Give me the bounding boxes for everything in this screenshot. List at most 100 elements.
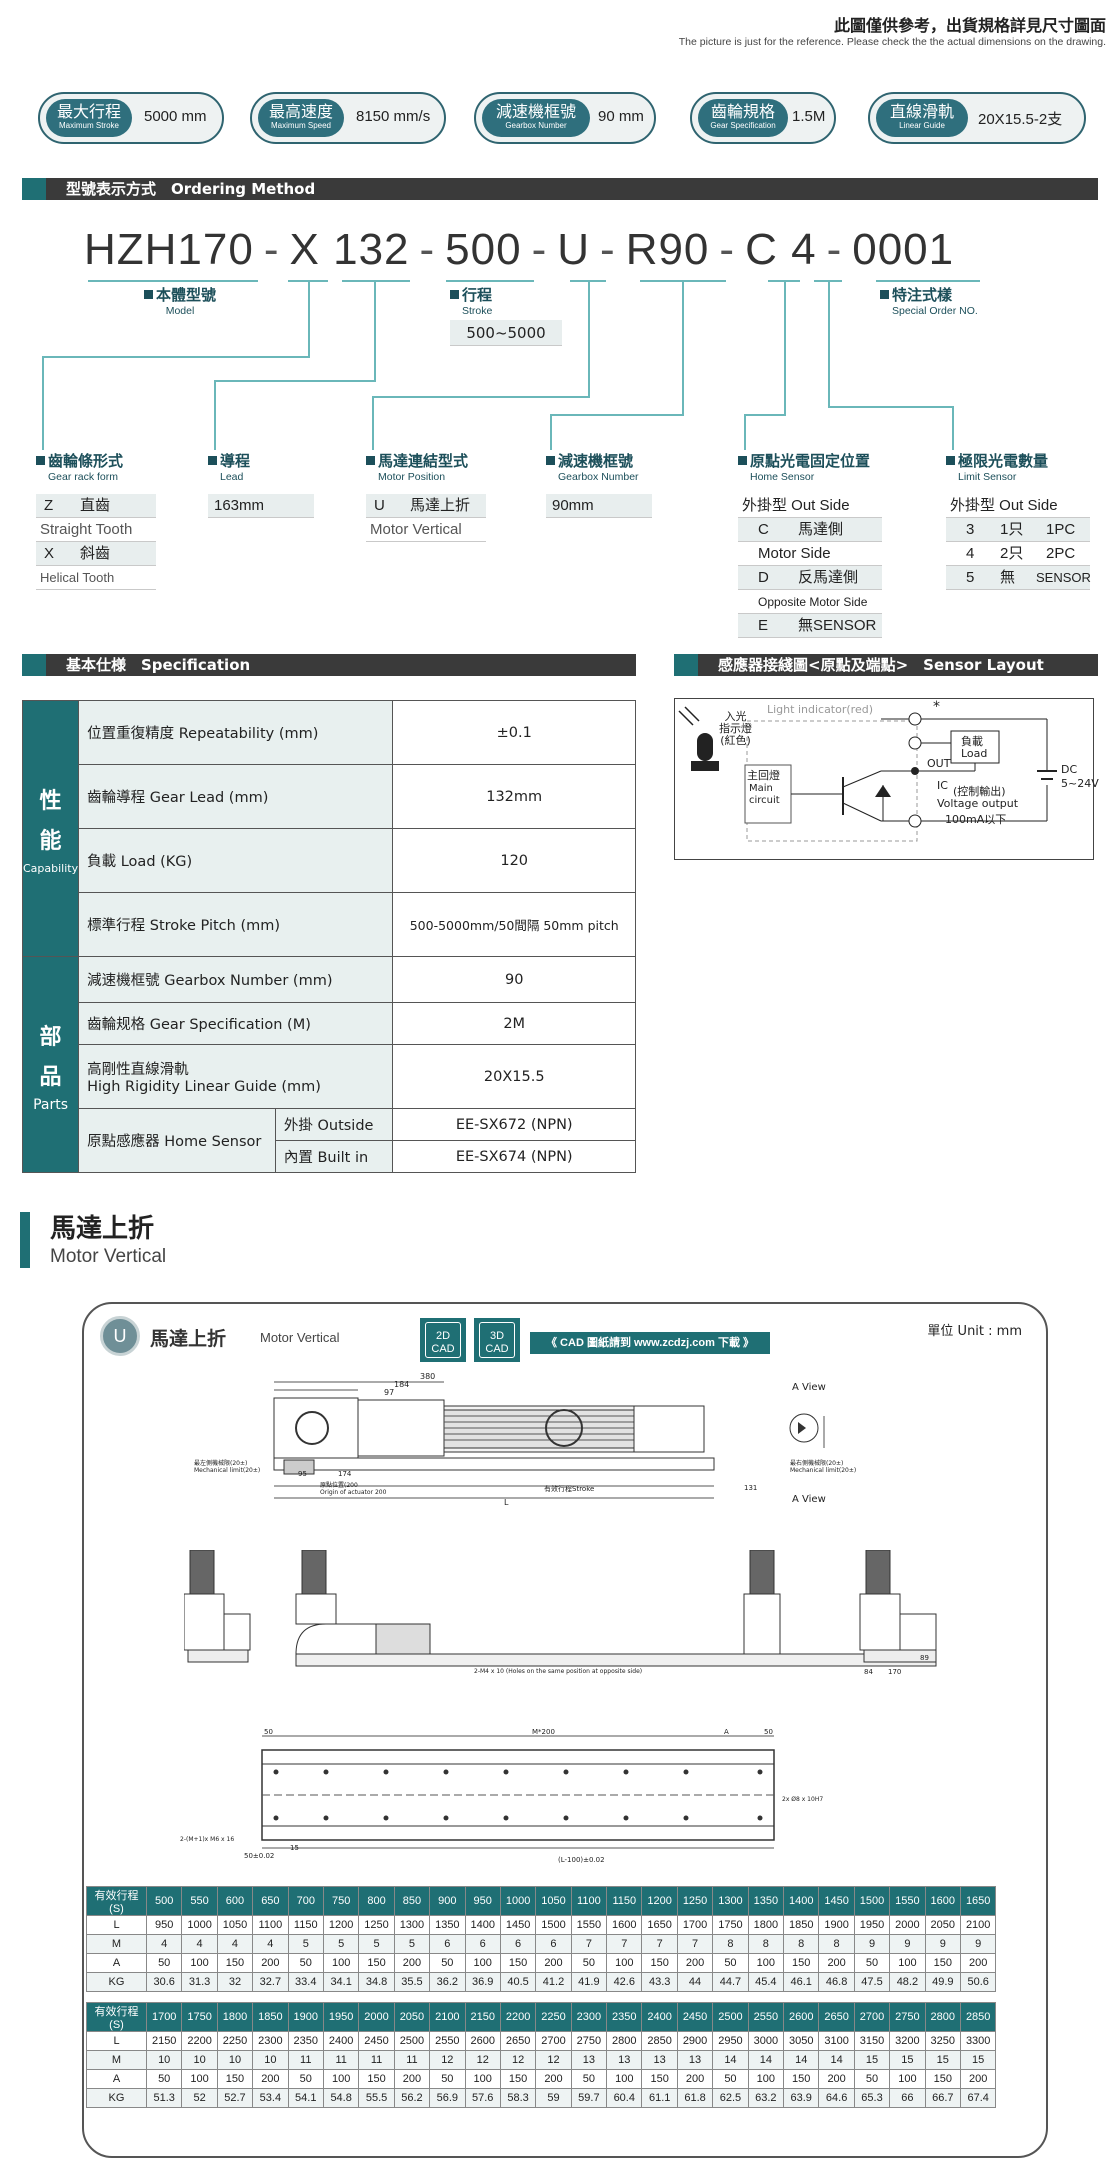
stroke-header-cell: 2500 <box>712 2002 749 2032</box>
stroke-header-cell: 2050 <box>393 2002 431 2032</box>
cad-download-link[interactable]: 《 CAD 圖紙請到 www.zcdzj.com 下載 》 <box>530 1332 770 1354</box>
table-cell: 2750 <box>570 2031 608 2051</box>
table-cell: 8 <box>747 1934 785 1954</box>
table-cell: 100 <box>889 2069 926 2089</box>
stroke-header-cell: 1350 <box>747 1886 785 1916</box>
bottom-view-drawing <box>261 1735 775 1849</box>
table-cell: 9 <box>853 1934 891 1954</box>
table-cell: 56.2 <box>393 2088 431 2108</box>
table-cell: 100 <box>606 1953 643 1973</box>
table-cell: 63.2 <box>747 2088 785 2108</box>
stroke-header-cell: 1800 <box>216 2002 254 2032</box>
motor-u-badge: U <box>100 1316 140 1356</box>
table-cell: 2400 <box>322 2031 360 2051</box>
table-cell: 10 <box>252 2050 289 2070</box>
table-row: 性 能 Capability 位置重復精度 Repeatability (mm)… <box>21 700 636 957</box>
table-cell: 59.7 <box>570 2088 608 2108</box>
table-cell: 150 <box>924 1953 961 1973</box>
spec-key: 齒輪導程 Gear Lead (mm) <box>78 764 394 829</box>
table-cell: 50 <box>287 2069 324 2089</box>
cad-3d-button[interactable]: 3D CAD <box>474 1318 520 1362</box>
table-cell: 200 <box>818 1953 855 1973</box>
stroke-header-cell: 2750 <box>889 2002 926 2032</box>
table-cell: 47.5 <box>853 1972 891 1992</box>
table-cell: 56.9 <box>429 2088 466 2108</box>
table-cell: 61.8 <box>676 2088 714 2108</box>
table-cell: 200 <box>676 2069 714 2089</box>
dim-label: 84 <box>864 1668 873 1676</box>
table-cell: 63.9 <box>783 2088 820 2108</box>
table-cell: 100 <box>322 1953 360 1973</box>
code-model: HZH170 <box>84 225 254 274</box>
table-row: 負載 Load (KG) 120 <box>23 828 636 893</box>
drawing-panel: U 馬達上折 Motor Vertical 2D CAD 3D CAD 《 CA… <box>82 1302 1048 2158</box>
label-special: 特注式樣 Special Order NO. <box>880 284 978 317</box>
table-cell: 50.6 <box>959 1972 997 1992</box>
table-cell: 59 <box>535 2088 572 2108</box>
load-zh: 負載 <box>961 735 983 748</box>
pill-sublabel: Gearbox Number <box>505 121 567 130</box>
stroke-header-cell: 1950 <box>322 2002 360 2032</box>
table-cell: 14 <box>712 2050 749 2070</box>
cad-2d-button[interactable]: 2D CAD <box>420 1318 466 1362</box>
spec-value: 90 <box>392 956 636 1003</box>
table-cell: 3100 <box>818 2031 855 2051</box>
table-cell: 34.1 <box>322 1972 360 1992</box>
stroke-header-cell: 2150 <box>464 2002 501 2032</box>
out-label: OUT <box>927 757 951 770</box>
table-cell: 46.1 <box>783 1972 820 1992</box>
table-cell: 45.4 <box>747 1972 785 1992</box>
table-cell: 1950 <box>853 1915 891 1935</box>
stroke-header-cell: 2650 <box>818 2002 855 2032</box>
pill-label: 減速機框號 <box>495 102 576 121</box>
stroke-header-cell: 600 <box>216 1886 254 1916</box>
table-cell: 3300 <box>959 2031 997 2051</box>
spec-key: 齒輪规格 Gear Specification (M) <box>78 1002 394 1045</box>
spec-value: 132mm <box>392 764 636 829</box>
table-cell: 150 <box>783 1953 820 1973</box>
table-cell: 32 <box>216 1972 254 1992</box>
stroke-header-cell: 2800 <box>924 2002 961 2032</box>
table-row: 原點感應器 Home Sensor 外掛 Outside EE-SX672 (N… <box>23 1108 636 1173</box>
table-cell: 1600 <box>606 1915 643 1935</box>
stroke-header-cell: 1000 <box>499 1886 537 1916</box>
table-cell: 200 <box>252 1953 289 1973</box>
table-cell: 10 <box>181 2050 218 2070</box>
spec-key: 高剛性直線滑軌 High Rigidity Linear Guide (mm) <box>78 1044 394 1109</box>
table-cell: 8 <box>783 1934 820 1954</box>
table-cell: 12 <box>499 2050 537 2070</box>
side-note: 2-M4 x 10 (Holes on the same position at… <box>474 1668 643 1675</box>
dc-label: DC <box>1061 763 1078 776</box>
table-cell: 44 <box>676 1972 714 1992</box>
stroke-header-cell: 2350 <box>606 2002 643 2032</box>
table-cell: 50 <box>145 2069 183 2089</box>
stroke-header-cell: 700 <box>287 1886 324 1916</box>
dim-label: 380 <box>420 1372 436 1381</box>
label-model: 本體型號 Model <box>144 284 216 317</box>
table-cell: 8 <box>818 1934 855 1954</box>
dc-range-label: 5~24V <box>1061 777 1099 790</box>
terminal-minus-icon <box>908 814 922 828</box>
table-cell: 2250 <box>216 2031 254 2051</box>
table-cell: 30.6 <box>145 1972 183 1992</box>
table-cell: 50 <box>712 1953 749 1973</box>
table-cell: 50 <box>145 1953 183 1973</box>
spec-value: 20X15.5 <box>392 1044 636 1109</box>
pill-sublabel: Maximum Speed <box>270 121 332 130</box>
table-cell: 53.4 <box>252 2088 289 2108</box>
main-circuit-en: Main circuit <box>749 783 780 806</box>
table-cell: 2100 <box>959 1915 997 1935</box>
stroke-header-cell: 900 <box>429 1886 466 1916</box>
table-cell: 15 <box>889 2050 926 2070</box>
table-cell: 100 <box>464 1953 501 1973</box>
table-row: 內置 Built in EE-SX674 (NPN) <box>23 1140 636 1173</box>
panel-title: 馬達上折 <box>150 1328 227 1350</box>
table-cell: 150 <box>924 2069 961 2089</box>
stroke-header-cell: 550 <box>181 1886 218 1916</box>
dim-label: 50±0.02 <box>244 1852 275 1860</box>
